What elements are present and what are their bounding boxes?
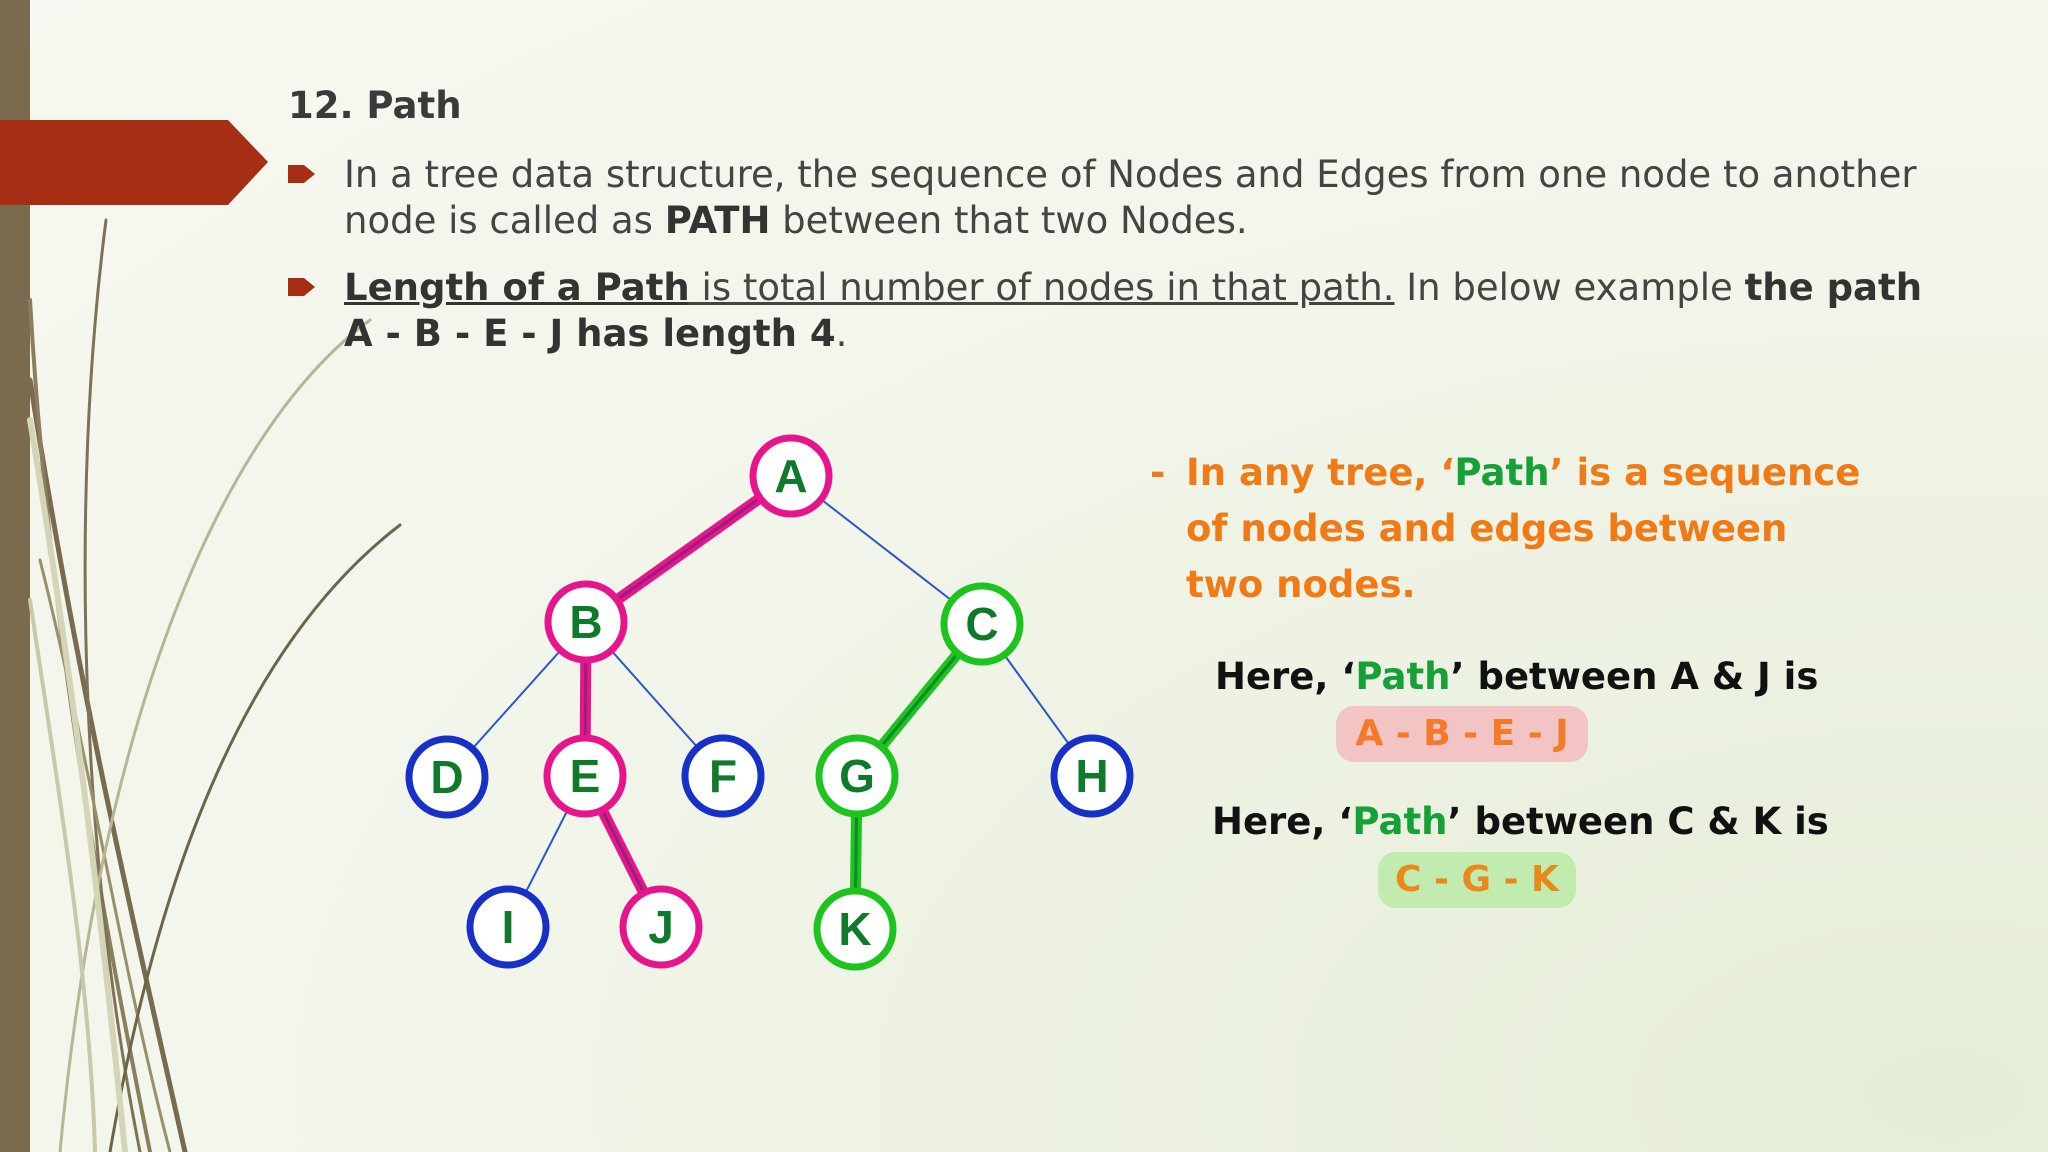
- node-label: D: [430, 751, 463, 803]
- bullet-text-part: between that two Nodes.: [770, 199, 1247, 242]
- path-answer-c-k: C - G - K: [1378, 852, 1576, 908]
- node-label: C: [965, 598, 998, 650]
- tree-node-h: H: [1054, 738, 1130, 814]
- node-label: A: [774, 450, 807, 502]
- tree-diagram: A B C D E F G H I J K: [380, 410, 1160, 990]
- path-answer-a-j: A - B - E - J: [1336, 706, 1588, 762]
- length-definition: is total number of nodes in that path.: [690, 266, 1395, 309]
- path-term: PATH: [665, 199, 771, 242]
- tree-node-d: D: [409, 739, 485, 815]
- bullet-text-part: In below example: [1394, 266, 1744, 309]
- tree-node-k: K: [817, 891, 893, 967]
- node-label: J: [648, 901, 674, 953]
- note-dash: -: [1150, 445, 1165, 501]
- node-label: E: [570, 750, 601, 802]
- note-text: In any tree, ‘Path’ is a sequence of nod…: [1186, 445, 1866, 613]
- note-text-part: In any tree, ‘: [1186, 451, 1454, 494]
- tree-node-e: E: [547, 738, 623, 814]
- question-part: Here, ‘: [1212, 800, 1352, 843]
- tree-node-a: A: [753, 438, 829, 514]
- tree-node-f: F: [685, 738, 761, 814]
- bullet-text-part: .: [836, 312, 848, 355]
- path-word: Path: [1355, 655, 1450, 698]
- node-label: H: [1075, 750, 1108, 802]
- path-word: Path: [1454, 451, 1549, 494]
- arrow-bullet-icon: [288, 273, 316, 301]
- node-label: I: [502, 901, 515, 953]
- red-arrow-banner: [0, 120, 268, 205]
- tree-node-b: B: [548, 584, 624, 660]
- slide-title: 12. Path: [288, 84, 462, 127]
- node-label: K: [838, 903, 871, 955]
- arrow-bullet-icon: [288, 160, 316, 188]
- tree-node-j: J: [623, 889, 699, 965]
- path-question-c-k: Here, ‘Path’ between C & K is: [1212, 800, 1829, 843]
- length-term: Length of a Path: [344, 266, 690, 309]
- path-word: Path: [1352, 800, 1447, 843]
- question-part: ’ between C & K is: [1448, 800, 1829, 843]
- node-label: F: [709, 750, 737, 802]
- tree-node-i: I: [470, 889, 546, 965]
- bullet-path-definition: In a tree data structure, the sequence o…: [288, 152, 1948, 248]
- question-part: Here, ‘: [1215, 655, 1355, 698]
- node-label: B: [569, 596, 602, 648]
- bullet-text: In a tree data structure, the sequence o…: [344, 152, 1948, 244]
- path-question-a-j: Here, ‘Path’ between A & J is: [1215, 655, 1818, 698]
- tree-node-c: C: [944, 586, 1020, 662]
- tree-node-g: G: [819, 738, 895, 814]
- bullet-text: Length of a Path is total number of node…: [344, 265, 1948, 357]
- question-part: ’ between A & J is: [1451, 655, 1819, 698]
- bullet-path-length: Length of a Path is total number of node…: [288, 265, 1948, 361]
- node-label: G: [839, 750, 875, 802]
